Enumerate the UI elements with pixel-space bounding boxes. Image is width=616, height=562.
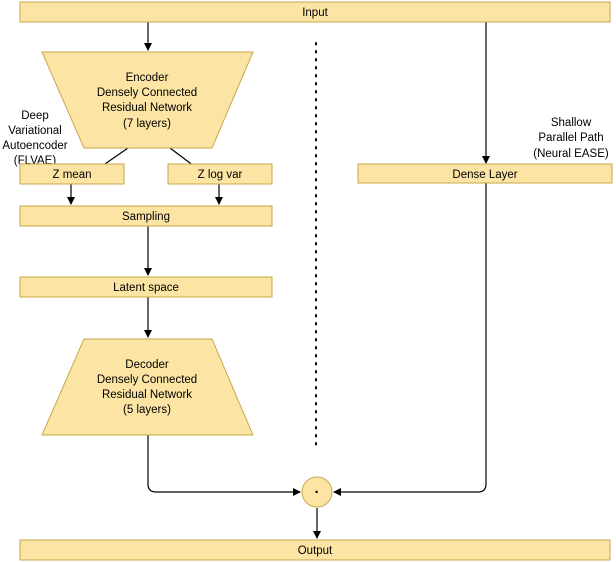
encoder-line-1: Encoder [126,72,169,84]
encoder-block: Encoder Densely Connected Residual Netwo… [41,51,254,149]
input-layer: Input [19,1,611,23]
output-layer: Output [19,539,611,561]
dense-layer-label: Dense Layer [452,169,517,181]
svg-text:Deep: Deep [21,110,49,122]
decoder-line-2: Densely Connected [97,374,197,386]
edge-decoder-to-combine [147,435,301,496]
encoder-line-4: (7 layers) [123,118,171,130]
sampling-label: Sampling [122,211,170,223]
shallow-branch-label: Shallow Parallel Path (Neural EASE) [533,117,609,160]
svg-text:(Neural EASE): (Neural EASE) [533,148,609,160]
decoder-line-3: Residual Network [102,389,192,401]
decoder-line-4: (5 layers) [123,404,171,416]
combine-symbol: · [315,484,320,501]
z-log-var-layer: Z log var [167,163,273,185]
sampling-layer: Sampling [19,205,273,227]
z-mean-label: Z mean [53,169,92,181]
z-log-var-label: Z log var [198,169,243,181]
output-label: Output [298,545,333,557]
dense-layer: Dense Layer [357,163,613,184]
latent-space-label: Latent space [113,282,179,294]
latent-space-layer: Latent space [19,276,273,298]
z-mean-layer: Z mean [19,163,125,185]
decoder-line-1: Decoder [125,359,169,371]
svg-text:Variational: Variational [8,125,62,137]
decoder-block: Decoder Densely Connected Residual Netwo… [41,338,254,436]
svg-text:Parallel Path: Parallel Path [538,132,603,144]
encoder-line-2: Densely Connected [97,87,197,99]
combine-node: · [301,476,333,508]
encoder-line-3: Residual Network [102,102,192,114]
edge-dense-to-combine [333,183,487,496]
svg-text:Autoencoder: Autoencoder [2,140,67,152]
deep-branch-label: Deep Variational Autoencoder (FLVAE) [2,110,67,167]
input-label: Input [302,7,328,19]
svg-text:Shallow: Shallow [551,117,592,129]
